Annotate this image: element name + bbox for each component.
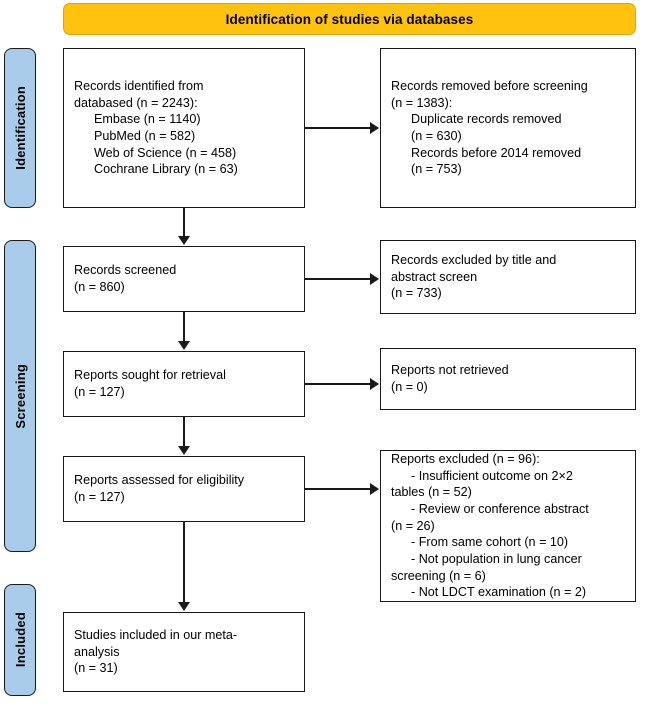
connector-screened-to-sought	[183, 312, 185, 342]
reports-not-retrieved-count: (n = 0)	[391, 380, 428, 394]
reports-excluded-reason-insufficient-outcome: - Insufficient outcome on 2×2	[411, 468, 573, 483]
arrowhead-right-to-not-retrieved-icon	[370, 378, 379, 390]
arrowhead-right-to-reports-excluded-icon	[370, 483, 379, 495]
connector-screened-to-excluded	[305, 278, 371, 280]
box-records-screened: Records screened (n = 860)	[63, 246, 305, 312]
records-removed-subheading: (n = 1383):	[391, 95, 453, 110]
records-identified-source-embase: Embase (n = 1140)	[94, 112, 201, 127]
connector-sought-to-not-retrieved	[305, 383, 371, 385]
records-removed-before-2014: Records before 2014 removed	[411, 145, 582, 160]
connector-assessed-to-included	[183, 522, 185, 603]
reports-excluded-reason-insufficient-outcome-count: tables (n = 52)	[391, 485, 472, 500]
reports-sought-heading: Reports sought for retrieval	[74, 368, 226, 383]
records-removed-duplicates-count: (n = 630)	[411, 129, 462, 143]
records-excluded-count: (n = 733)	[391, 286, 442, 301]
reports-excluded-reason-same-cohort: - From same cohort (n = 10)	[411, 535, 569, 550]
phase-label-identification: Identification	[12, 86, 28, 170]
diagram-title-banner: Identification of studies via databases	[63, 3, 636, 35]
phase-bar-included: Included	[4, 584, 36, 696]
records-removed-duplicates: Duplicate records removed	[411, 112, 562, 127]
reports-excluded-reason-review-abstract: - Review or conference abstract	[411, 502, 589, 517]
connector-assessed-to-reports-excluded	[305, 488, 371, 490]
reports-excluded-reason-not-ldct: - Not LDCT examination (n = 2)	[411, 585, 587, 600]
records-screened-count: (n = 860)	[74, 280, 125, 294]
phase-label-included: Included	[12, 612, 28, 668]
box-studies-included: Studies included in our meta- analysis (…	[63, 612, 305, 692]
box-reports-sought-for-retrieval: Reports sought for retrieval (n = 127)	[63, 351, 305, 417]
records-identified-source-pubmed: PubMed (n = 582)	[94, 129, 196, 143]
connector-identified-to-removed	[305, 127, 371, 129]
records-identified-source-cochrane: Cochrane Library (n = 63)	[94, 162, 238, 177]
records-screened-heading: Records screened	[74, 263, 177, 278]
studies-included-heading-2: analysis	[74, 644, 120, 659]
arrowhead-down-to-screened-icon	[178, 236, 190, 245]
studies-included-heading: Studies included in our meta-	[74, 628, 238, 643]
connector-identified-to-screened	[183, 208, 185, 237]
arrowhead-down-to-sought-icon	[178, 341, 190, 350]
phase-label-screening: Screening	[12, 363, 28, 429]
diagram-title-text: Identification of studies via databases	[225, 11, 474, 27]
records-identified-heading: Records identified from	[74, 79, 204, 94]
arrowhead-right-to-removed-icon	[370, 122, 379, 134]
arrowhead-right-to-excluded-icon	[370, 273, 379, 285]
reports-excluded-heading: Reports excluded (n = 96):	[391, 452, 540, 467]
records-identified-source-web-of-science: Web of Science (n = 458)	[94, 145, 237, 160]
box-reports-assessed-for-eligibility: Reports assessed for eligibility (n = 12…	[63, 456, 305, 522]
reports-sought-count: (n = 127)	[74, 385, 125, 399]
box-records-removed-before-screening: Records removed before screening (n = 13…	[380, 48, 636, 208]
reports-excluded-reason-not-population-count: screening (n = 6)	[391, 568, 486, 583]
reports-excluded-reason-review-abstract-count: (n = 26)	[391, 518, 435, 533]
reports-excluded-reason-not-population: - Not population in lung cancer	[411, 551, 582, 566]
connector-sought-to-assessed	[183, 417, 185, 447]
phase-bar-identification: Identification	[4, 48, 36, 208]
records-identified-subheading: databased (n = 2243):	[74, 95, 198, 110]
reports-not-retrieved-heading: Reports not retrieved	[391, 363, 509, 378]
records-excluded-heading-2: abstract screen	[391, 269, 478, 284]
reports-assessed-count: (n = 127)	[74, 490, 125, 504]
box-records-identified: Records identified from databased (n = 2…	[63, 48, 305, 208]
box-reports-not-retrieved: Reports not retrieved (n = 0)	[380, 348, 636, 410]
reports-assessed-heading: Reports assessed for eligibility	[74, 473, 245, 488]
phase-bar-screening: Screening	[4, 240, 36, 552]
studies-included-count: (n = 31)	[74, 661, 118, 676]
box-records-excluded-title-abstract: Records excluded by title and abstract s…	[380, 240, 636, 314]
records-removed-heading: Records removed before screening	[391, 79, 588, 94]
arrowhead-down-to-included-icon	[178, 602, 190, 611]
arrowhead-down-to-assessed-icon	[178, 446, 190, 455]
records-excluded-heading: Records excluded by title and	[391, 253, 557, 268]
box-reports-excluded: Reports excluded (n = 96): - Insufficien…	[380, 450, 636, 602]
records-removed-before-2014-count: (n = 753)	[411, 162, 462, 177]
